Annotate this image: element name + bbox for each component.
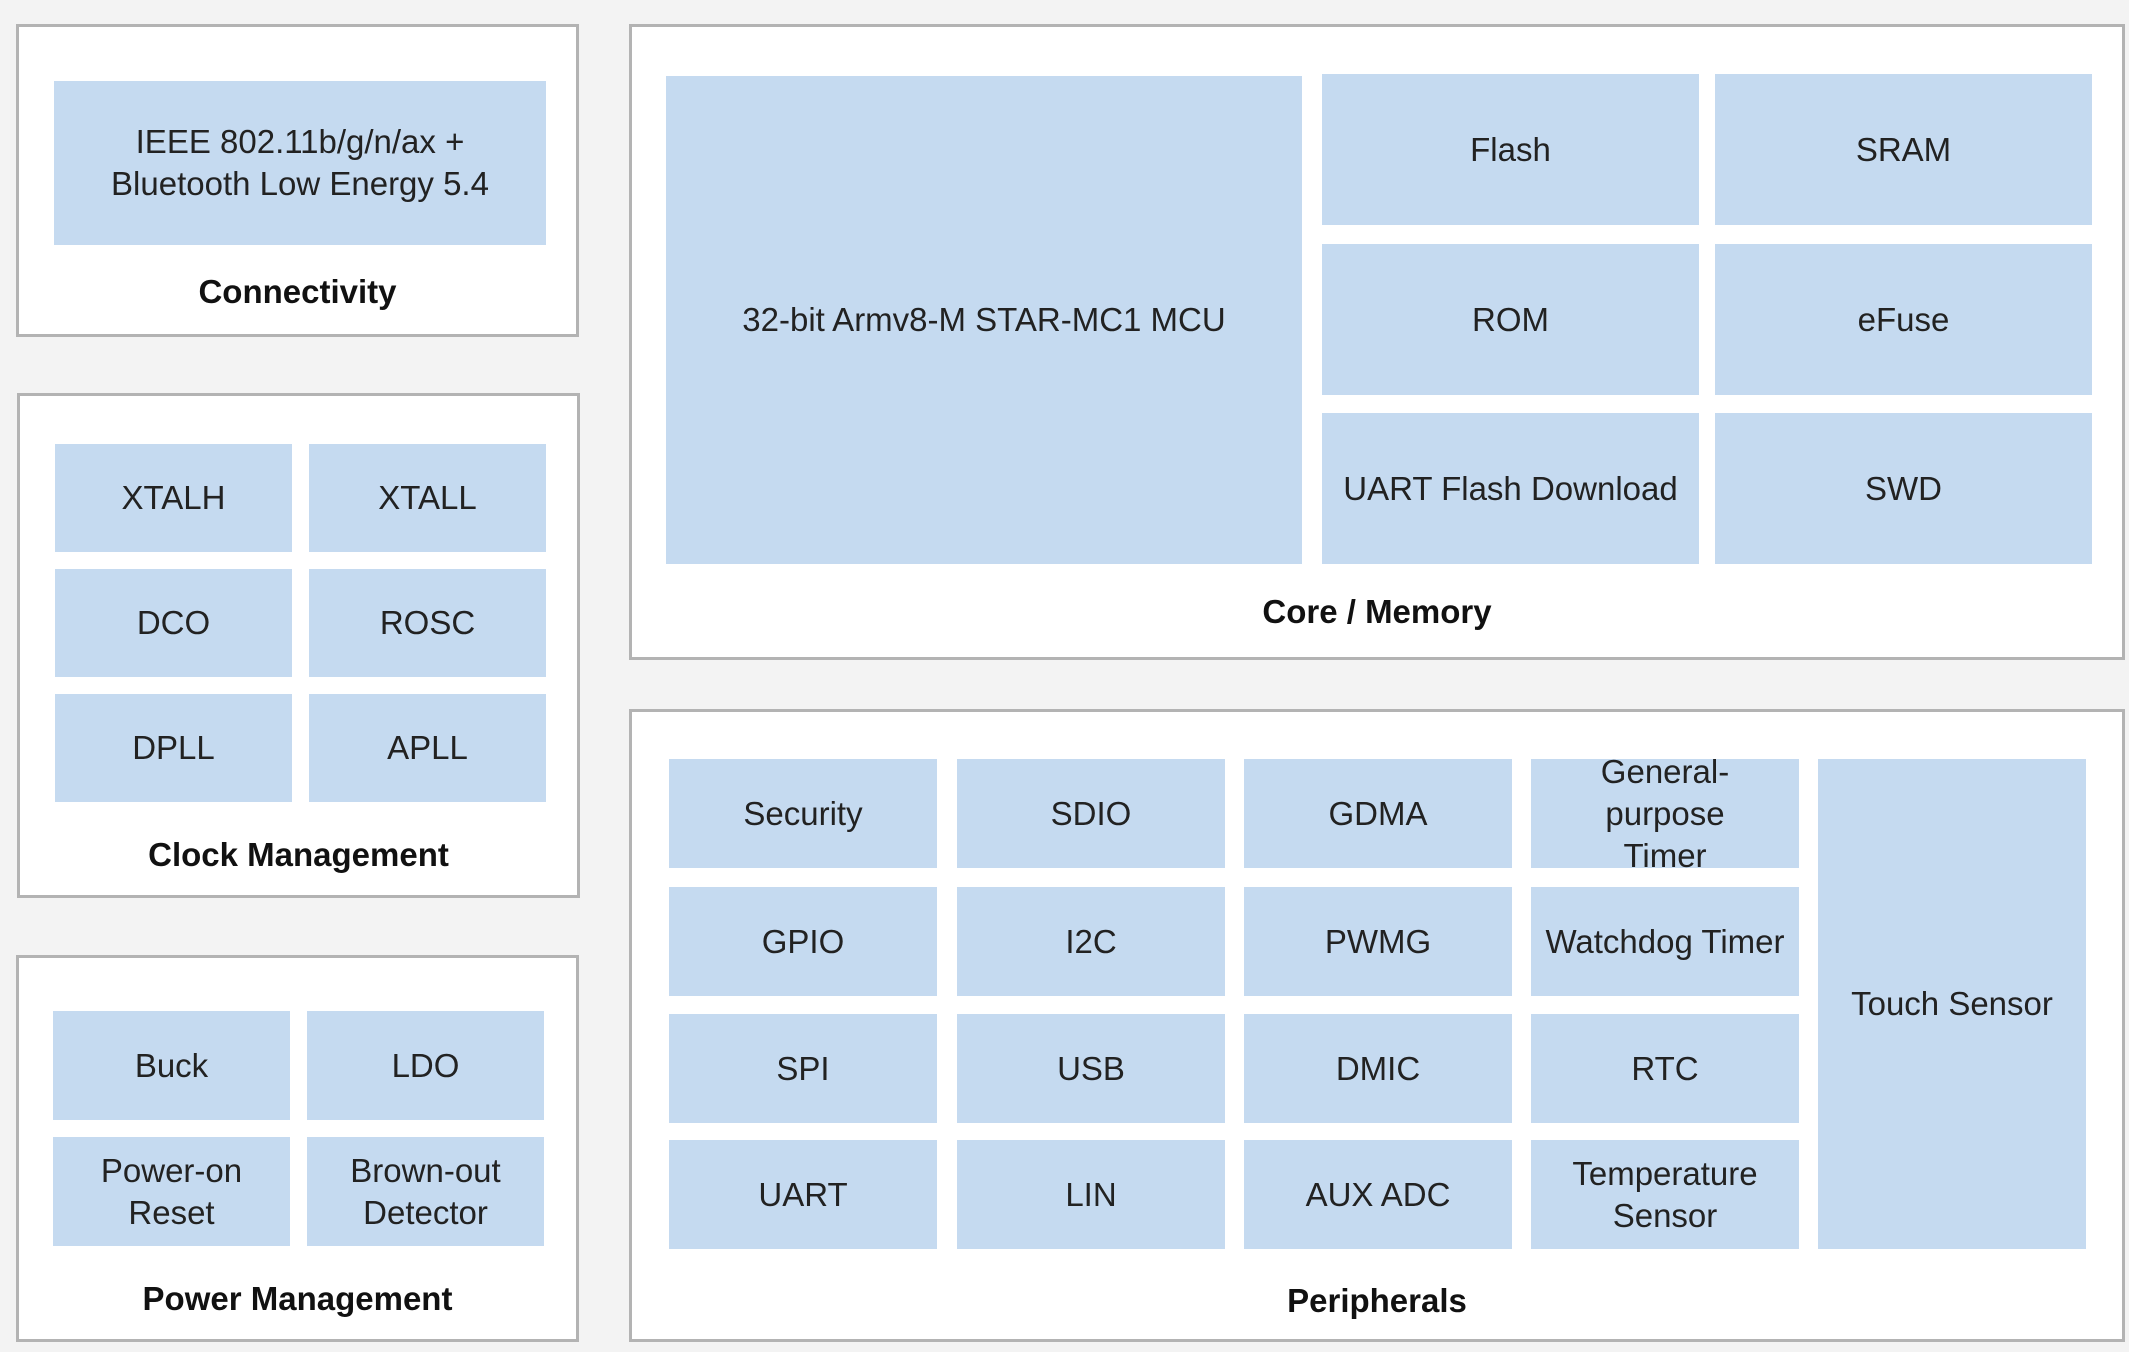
brown-out-detector-block: Brown-out Detector <box>307 1137 544 1246</box>
security-block: Security <box>669 759 937 868</box>
dco-block: DCO <box>55 569 292 677</box>
peripherals-panel: Security SDIO GDMA General-purpose Timer… <box>629 709 2125 1342</box>
gdma-block: GDMA <box>1244 759 1512 868</box>
clock-management-title: Clock Management <box>148 836 449 873</box>
aux-adc-block: AUX ADC <box>1244 1140 1512 1249</box>
mcu-block: 32-bit Armv8-M STAR-MC1 MCU <box>666 76 1302 564</box>
touch-sensor-block: Touch Sensor <box>1818 759 2086 1249</box>
gpio-block: GPIO <box>669 887 937 996</box>
apll-block: APLL <box>309 694 546 802</box>
buck-block: Buck <box>53 1011 290 1120</box>
sram-block: SRAM <box>1715 74 2092 225</box>
flash-block: Flash <box>1322 74 1699 225</box>
peripherals-title: Peripherals <box>1287 1282 1467 1319</box>
ldo-block: LDO <box>307 1011 544 1120</box>
temperature-sensor-block: Temperature Sensor <box>1531 1140 1799 1249</box>
power-management-title: Power Management <box>142 1280 453 1317</box>
core-memory-title: Core / Memory <box>1262 593 1492 630</box>
sdio-block: SDIO <box>957 759 1225 868</box>
efuse-block: eFuse <box>1715 244 2092 395</box>
uart-block: UART <box>669 1140 937 1249</box>
power-management-panel: Buck LDO Power-on Reset Brown-out Detect… <box>16 955 579 1342</box>
lin-block: LIN <box>957 1140 1225 1249</box>
uart-flash-download-block: UART Flash Download <box>1322 413 1699 564</box>
dpll-block: DPLL <box>55 694 292 802</box>
wifi-bluetooth-block: IEEE 802.11b/g/n/ax + Bluetooth Low Ener… <box>54 81 546 245</box>
power-on-reset-block: Power-on Reset <box>53 1137 290 1246</box>
swd-block: SWD <box>1715 413 2092 564</box>
xtalh-block: XTALH <box>55 444 292 552</box>
core-memory-panel: 32-bit Armv8-M STAR-MC1 MCU Flash SRAM R… <box>629 24 2125 660</box>
watchdog-timer-block: Watchdog Timer <box>1531 887 1799 996</box>
pwmg-block: PWMG <box>1244 887 1512 996</box>
rom-block: ROM <box>1322 244 1699 395</box>
spi-block: SPI <box>669 1014 937 1123</box>
rosc-block: ROSC <box>309 569 546 677</box>
connectivity-title: Connectivity <box>198 273 397 310</box>
clock-management-panel: XTALH XTALL DCO ROSC DPLL APLL Clock Man… <box>17 393 580 898</box>
connectivity-panel: IEEE 802.11b/g/n/ax + Bluetooth Low Ener… <box>16 24 579 337</box>
general-purpose-timer-block: General-purpose Timer <box>1531 753 1799 874</box>
xtall-block: XTALL <box>309 444 546 552</box>
rtc-block: RTC <box>1531 1014 1799 1123</box>
dmic-block: DMIC <box>1244 1014 1512 1123</box>
i2c-block: I2C <box>957 887 1225 996</box>
usb-block: USB <box>957 1014 1225 1123</box>
